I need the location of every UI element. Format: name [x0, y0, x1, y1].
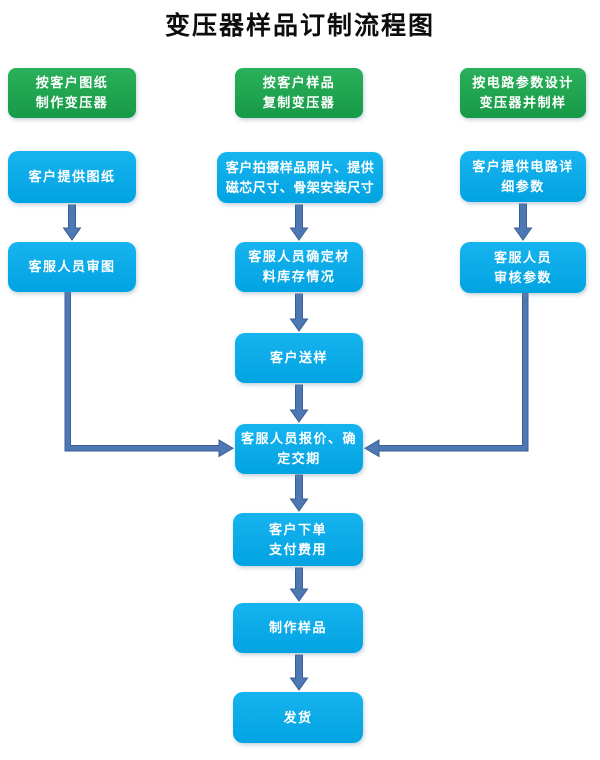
node-start-by-sample: 按客户样品 复制变压器 [235, 68, 363, 118]
node-make-sample: 制作样品 [233, 603, 363, 653]
arrow-send-sample-to-quote [289, 384, 309, 423]
node-customer-sample-photos: 客户拍摄样品照片、提供 磁芯尺寸、骨架安装尺寸 [217, 152, 383, 203]
arrow-order-to-make-sample [289, 567, 309, 602]
node-start-by-drawing: 按客户图纸 制作变压器 [8, 68, 136, 118]
node-customer-provides-drawing: 客户提供图纸 [8, 151, 136, 203]
node-start-by-params: 按电路参数设计 变压器并制样 [460, 68, 586, 118]
arrow-stock-to-send-sample [289, 293, 309, 332]
arrow-review-to-quote [64, 291, 234, 458]
node-review-params: 客服人员 审核参数 [460, 242, 586, 293]
arrow-drawing-to-review [62, 204, 82, 241]
node-customer-circuit-params: 客户提供电路详 细参数 [460, 151, 586, 202]
arrow-photos-to-stock-check [289, 204, 309, 241]
node-send-sample: 客户送样 [235, 333, 363, 383]
node-place-order: 客户下单 支付费用 [233, 513, 363, 566]
arrow-param-review-to-quote [364, 292, 529, 458]
node-review-drawing: 客服人员审图 [8, 242, 136, 292]
arrow-quote-to-order [289, 474, 309, 512]
node-quote-delivery: 客服人员报价、确 定交期 [235, 424, 363, 474]
arrow-params-to-param-review [513, 203, 533, 241]
node-check-stock: 客服人员确定材 料库存情况 [235, 242, 363, 292]
arrow-make-sample-to-ship [289, 654, 309, 691]
page-title: 变压器样品订制流程图 [164, 11, 435, 40]
node-ship: 发货 [233, 692, 363, 743]
